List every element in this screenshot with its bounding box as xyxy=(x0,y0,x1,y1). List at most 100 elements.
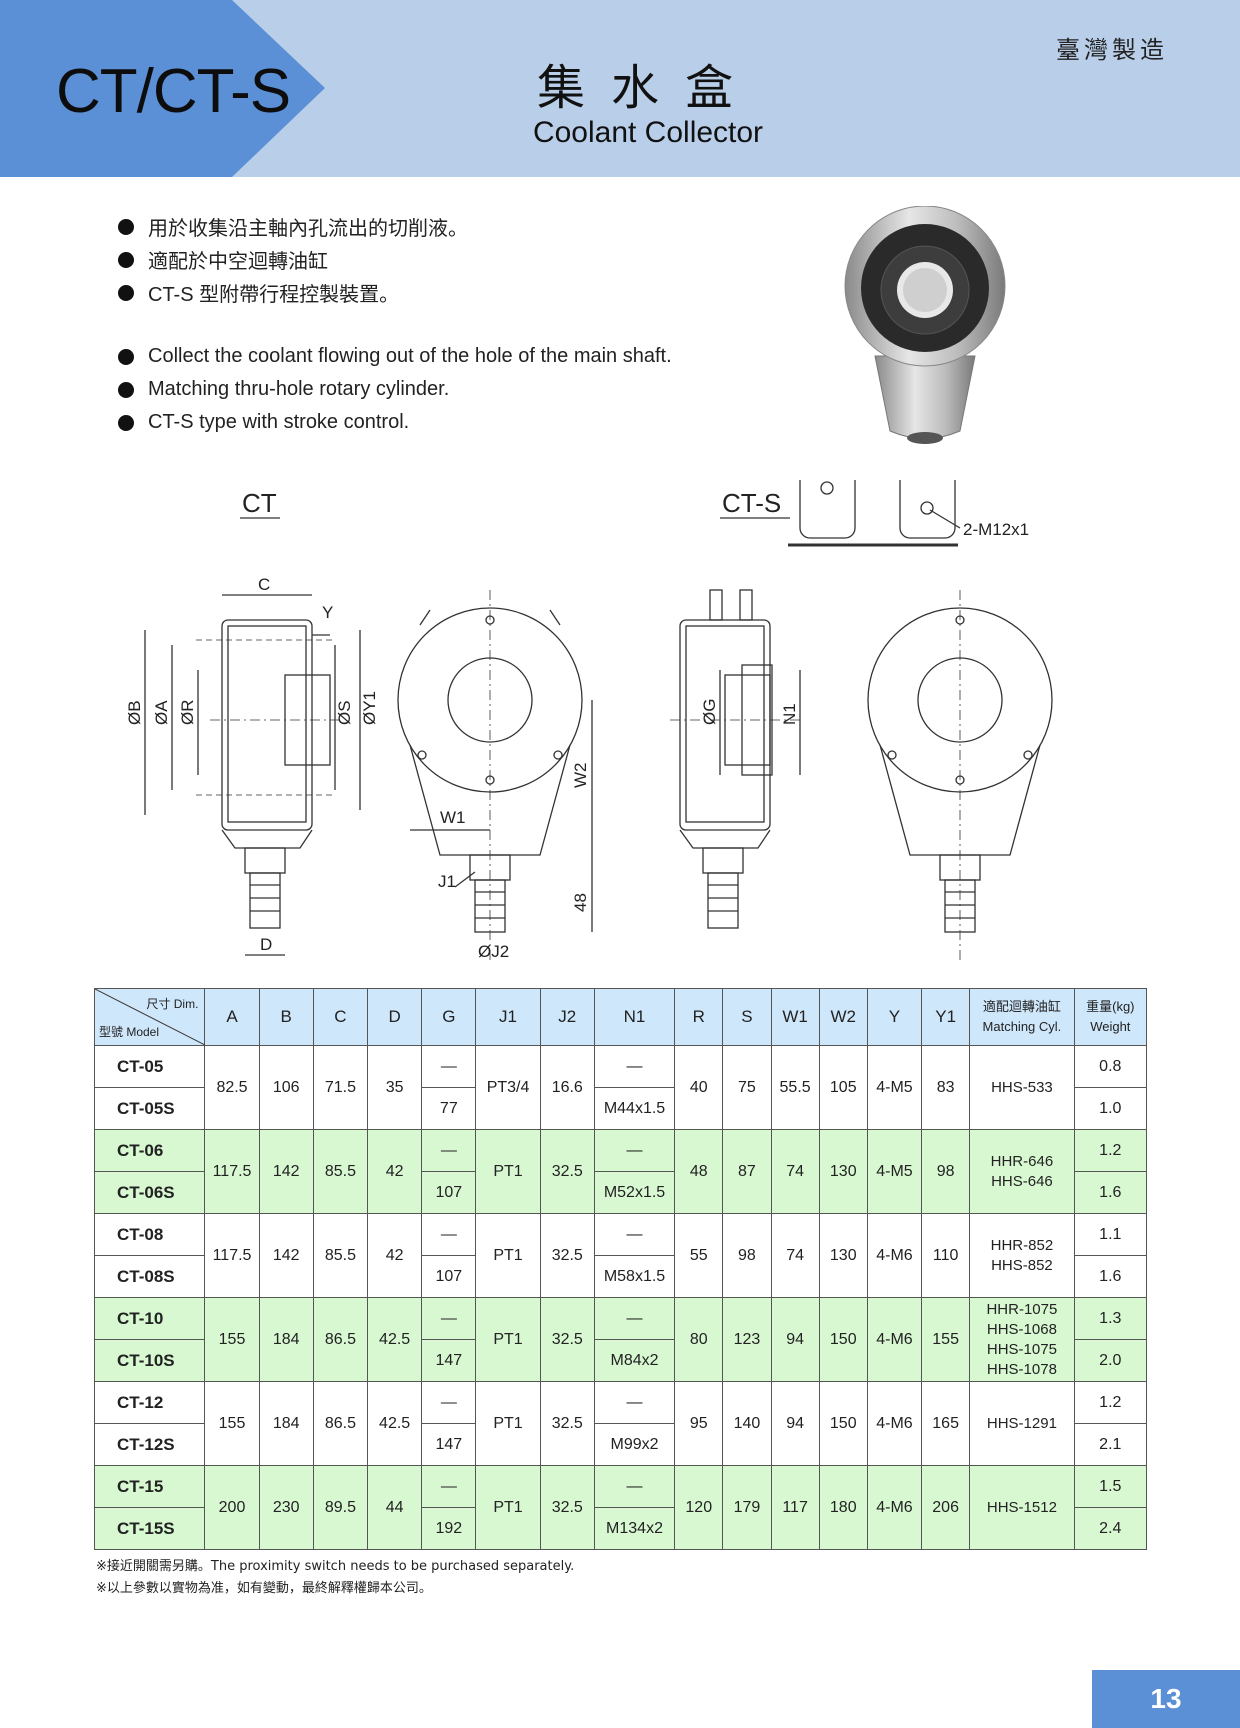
cell-s: 87 xyxy=(722,1129,772,1214)
cell-s: 75 xyxy=(722,1045,772,1130)
cell-j2: 16.6 xyxy=(539,1045,595,1130)
cell-y1: 83 xyxy=(921,1045,971,1130)
cell-n1: M52x1.5 xyxy=(593,1171,676,1214)
cell-j1: PT1 xyxy=(475,1381,541,1466)
cell-n1: M84x2 xyxy=(593,1339,676,1382)
feature-item: 用於收集沿主軸內孔流出的切削液。 xyxy=(118,210,468,243)
cell-weight: 1.5 xyxy=(1073,1465,1148,1508)
feature-item: CT-S type with stroke control. xyxy=(118,406,672,439)
table-row: CT-10S 147 M84x2 2.0 xyxy=(93,1339,1148,1382)
cell-d: 44 xyxy=(367,1465,423,1550)
col-header: Y xyxy=(866,988,923,1046)
cell-w1: 94 xyxy=(770,1297,820,1382)
dim-label-g: ØG xyxy=(700,699,719,725)
col-header: S xyxy=(722,988,772,1046)
cell-weight: 1.1 xyxy=(1073,1213,1148,1256)
cell-r: 55 xyxy=(674,1213,724,1298)
feature-item: CT-S 型附帶行程控製裝置。 xyxy=(118,276,468,309)
cell-c: 86.5 xyxy=(312,1381,369,1466)
cell-j2: 32.5 xyxy=(539,1381,595,1466)
col-header: B xyxy=(258,988,314,1046)
dim-label-d: D xyxy=(260,935,272,954)
cell-j2: 32.5 xyxy=(539,1297,595,1382)
cts-drawing-title: CT-S xyxy=(722,488,781,518)
cell-w2: 150 xyxy=(818,1297,868,1382)
cell-s: 123 xyxy=(722,1297,772,1382)
cell-matching-cyl: HHS-1291 xyxy=(969,1381,1075,1466)
dim-label-48: 48 xyxy=(571,893,590,912)
cell-n1: — xyxy=(593,1465,676,1508)
bullet-icon xyxy=(118,414,134,431)
cell-c: 86.5 xyxy=(312,1297,369,1382)
cell-n1: — xyxy=(593,1045,676,1088)
model-cell: CT-12S xyxy=(93,1423,206,1466)
cell-y: 4-M5 xyxy=(866,1129,923,1214)
cell-b: 142 xyxy=(258,1129,314,1214)
cell-weight: 2.0 xyxy=(1073,1339,1148,1382)
cell-d: 42.5 xyxy=(367,1297,423,1382)
col-header-weight: 重量(kg)Weight xyxy=(1073,988,1148,1046)
cell-y: 4-M6 xyxy=(866,1465,923,1550)
cell-j1: PT1 xyxy=(475,1129,541,1214)
model-cell: CT-10S xyxy=(93,1339,206,1382)
feature-item: Matching thru-hole rotary cylinder. xyxy=(118,373,672,406)
table-row: CT-08S 107 M58x1.5 1.6 xyxy=(93,1255,1148,1298)
cell-s: 98 xyxy=(722,1213,772,1298)
col-header: J2 xyxy=(539,988,595,1046)
cell-a: 155 xyxy=(204,1381,260,1466)
cell-b: 184 xyxy=(258,1297,314,1382)
cell-y1: 165 xyxy=(921,1381,971,1466)
cell-a: 155 xyxy=(204,1297,260,1382)
dim-label-a: ØA xyxy=(152,700,171,725)
model-cell: CT-08S xyxy=(93,1255,206,1298)
model-cell: CT-15 xyxy=(93,1465,206,1508)
col-header: G xyxy=(421,988,477,1046)
cell-s: 179 xyxy=(722,1465,772,1550)
cell-matching-cyl: HHS-533 xyxy=(969,1045,1075,1130)
cell-g: 107 xyxy=(421,1171,477,1214)
footnote: ※接近開關需另購。The proximity switch needs to b… xyxy=(96,1559,575,1574)
cell-y: 4-M6 xyxy=(866,1381,923,1466)
cell-weight: 1.6 xyxy=(1073,1171,1148,1214)
col-header: D xyxy=(367,988,423,1046)
cell-weight: 1.6 xyxy=(1073,1255,1148,1298)
technical-drawings: CT CT-S C Y ØB ØA ØR ØS ØY1 D W1 W2 48 J… xyxy=(125,480,1053,961)
cell-g: 147 xyxy=(421,1339,477,1382)
cell-g: — xyxy=(421,1381,477,1424)
cell-g: 192 xyxy=(421,1507,477,1550)
feature-list-english: Collect the coolant flowing out of the h… xyxy=(118,340,672,439)
cell-n1: — xyxy=(593,1381,676,1424)
cell-c: 85.5 xyxy=(312,1213,369,1298)
bullet-icon xyxy=(118,251,134,268)
cell-weight: 1.2 xyxy=(1073,1129,1148,1172)
model-title: CT/CT-S xyxy=(56,57,291,126)
cell-weight: 2.1 xyxy=(1073,1423,1148,1466)
cell-j1: PT1 xyxy=(475,1297,541,1382)
cell-weight: 1.0 xyxy=(1073,1087,1148,1130)
dim-label-j2: ØJ2 xyxy=(478,942,509,961)
cell-g: — xyxy=(421,1129,477,1172)
feature-list-chinese: 用於收集沿主軸內孔流出的切削液。 適配於中空迴轉油缸 CT-S 型附帶行程控製裝… xyxy=(118,210,468,309)
cell-n1: M58x1.5 xyxy=(593,1255,676,1298)
cell-y1: 110 xyxy=(921,1213,971,1298)
cell-j1: PT1 xyxy=(475,1465,541,1550)
cell-y: 4-M5 xyxy=(866,1045,923,1130)
cell-weight: 0.8 xyxy=(1073,1045,1148,1088)
cell-r: 120 xyxy=(674,1465,724,1550)
cell-y: 4-M6 xyxy=(866,1213,923,1298)
cell-a: 117.5 xyxy=(204,1129,260,1214)
bullet-icon xyxy=(118,348,134,365)
cell-g: — xyxy=(421,1297,477,1340)
cell-g: 107 xyxy=(421,1255,477,1298)
model-cell: CT-10 xyxy=(93,1297,206,1340)
cell-g: — xyxy=(421,1045,477,1088)
cell-n1: M44x1.5 xyxy=(593,1087,676,1130)
dim-label-s: ØS xyxy=(335,700,354,725)
